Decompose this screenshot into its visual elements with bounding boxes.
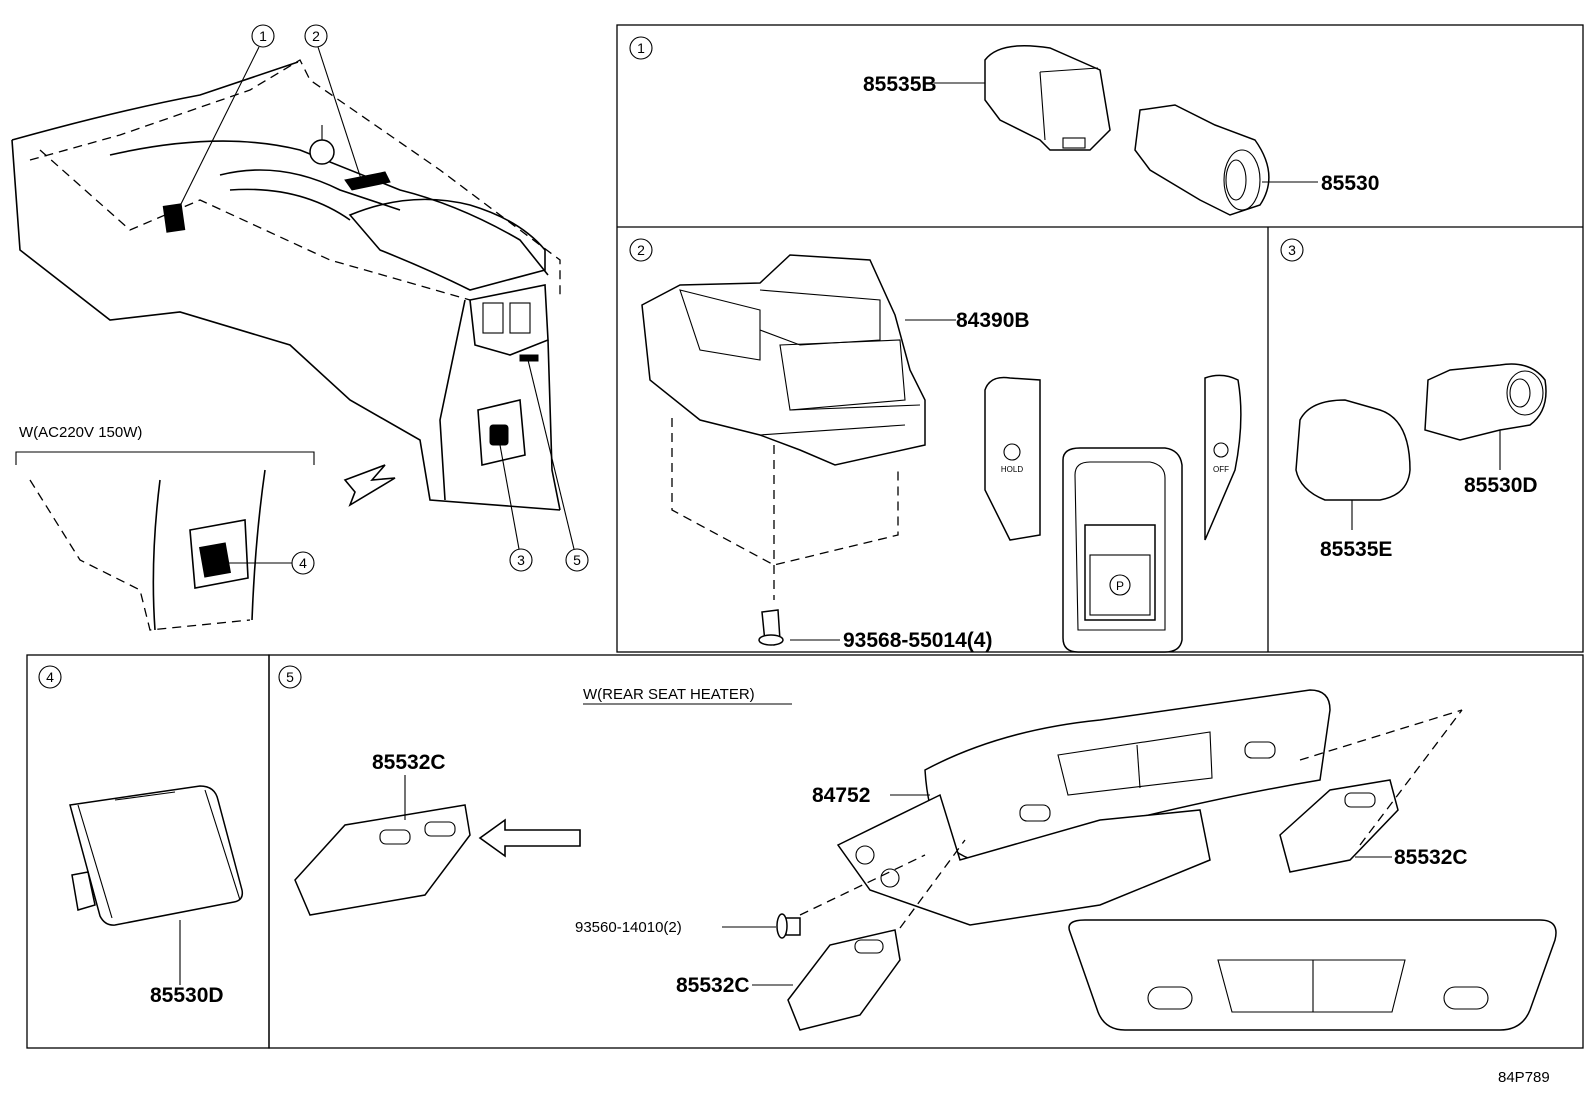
outlet-85530d <box>69 785 244 926</box>
diagram-code: 84P789 <box>1498 1069 1550 1086</box>
panel-1-number: 1 <box>637 40 645 56</box>
part-85535e: 85535E <box>1320 538 1392 561</box>
part-93560-14010: 93560-14010(2) <box>575 919 682 936</box>
part-85530: 85530 <box>1321 172 1379 195</box>
socket-cover-85535b <box>984 45 1111 151</box>
panel-2-number: 2 <box>637 242 645 258</box>
ac-inset: W(AC220V 150W) 4 <box>15 424 315 631</box>
callout-1: 1 <box>259 28 267 44</box>
part-85532c-bottom: 85532C <box>676 974 750 997</box>
callout-2: 2 <box>312 28 320 44</box>
park-label: P <box>1116 579 1124 593</box>
hold-switch-panel <box>984 376 1041 541</box>
panel-3: 3 85530D 85535E <box>1280 238 1547 561</box>
callout-3: 3 <box>517 552 525 568</box>
heater-variant-note: W(REAR SEAT HEATER) <box>583 686 755 703</box>
hold-label: HOLD <box>1001 465 1023 474</box>
part-93568-55014: 93568-55014(4) <box>843 629 992 652</box>
console-overview <box>11 59 561 511</box>
part-85532c-left: 85532C <box>372 751 446 774</box>
panel-4: 4 85530D <box>38 665 244 1007</box>
usb-module-bottom <box>787 929 901 1031</box>
part-85530d-p4: 85530D <box>150 984 224 1007</box>
part-85532c-right: 85532C <box>1394 846 1468 869</box>
socket-85530d <box>1424 363 1547 441</box>
part-85535b: 85535B <box>863 73 937 96</box>
callout-4: 4 <box>299 555 307 571</box>
usb-module-right <box>1279 779 1399 873</box>
panel-4-number: 4 <box>46 669 54 685</box>
panel-5: 5 W(REAR SEAT HEATER) 85532C 84752 85532… <box>278 665 1557 1031</box>
panel-5-number: 5 <box>286 669 294 685</box>
socket-85530 <box>1134 104 1270 216</box>
panel-3-number: 3 <box>1288 242 1296 258</box>
switch-assembly-84390b <box>641 254 926 466</box>
usb-module-left <box>294 804 471 916</box>
off-label: OFF <box>1213 465 1229 474</box>
panel-5-frame <box>268 654 1584 1049</box>
rear-panel-84752 <box>924 689 1331 861</box>
part-85530d-p3: 85530D <box>1464 474 1538 497</box>
part-84752: 84752 <box>812 784 870 807</box>
part-84390b: 84390B <box>956 309 1030 332</box>
park-button <box>1084 524 1156 621</box>
off-switch-panel <box>1204 374 1242 541</box>
overview-callouts: 1 2 3 5 <box>177 24 589 572</box>
socket-cover-85535e <box>1295 399 1411 501</box>
panel-2: 2 84390B 93568-55014(4) HOLD OFF P <box>629 238 1242 653</box>
panel-1: 1 85535B 85530 <box>629 36 1379 216</box>
callout-5: 5 <box>573 552 581 568</box>
direction-arrow <box>478 818 581 858</box>
ac-variant-note: W(AC220V 150W) <box>19 424 142 441</box>
